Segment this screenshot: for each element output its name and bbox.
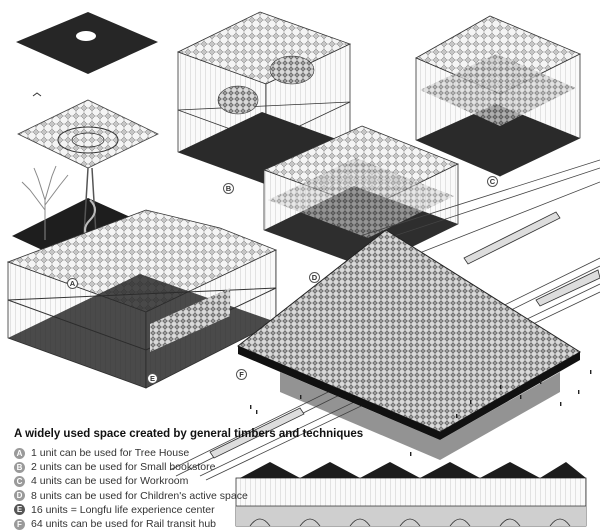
- legend-item-a: A 1 unit can be used for Tree House: [14, 446, 344, 460]
- transit-hub-canopy: [237, 229, 581, 460]
- badge-a: A: [14, 447, 25, 459]
- legend-text-d: 8 units can be used for Children's activ…: [31, 489, 248, 502]
- marker-e: E: [147, 373, 158, 384]
- marker-a: A: [67, 278, 78, 289]
- legend: A widely used space created by general t…: [14, 428, 364, 531]
- crowd-figures: [250, 370, 592, 456]
- experience-center-building: [6, 209, 278, 389]
- badge-d: D: [14, 490, 25, 502]
- marker-f: F: [236, 369, 247, 380]
- bookstore-building: [176, 11, 352, 185]
- badge-e: E: [14, 504, 25, 516]
- legend-title: A widely used space created by general t…: [14, 428, 364, 440]
- marker-d: D: [309, 272, 320, 283]
- marker-c: C: [487, 176, 498, 187]
- workroom-building: [415, 15, 581, 177]
- legend-text-e: 16 units = Longfu life experience center: [31, 503, 215, 516]
- legend-item-e: E 16 units = Longfu life experience cent…: [14, 503, 344, 517]
- tree-house-roof: [16, 12, 158, 74]
- legend-text-c: 4 units can be used for Workroom: [31, 475, 189, 488]
- legend-item-f: F 64 units can be used for Rail transit …: [14, 517, 344, 531]
- badge-f: F: [14, 518, 25, 530]
- legend-item-b: B 2 units can be used for Small bookstor…: [14, 460, 344, 474]
- legend-item-c: C 4 units can be used for Workroom: [14, 474, 344, 488]
- badge-c: C: [14, 475, 25, 487]
- marker-b: B: [223, 183, 234, 194]
- train-icon: [209, 211, 600, 459]
- legend-text-b: 2 units can be used for Small bookstore: [31, 461, 216, 474]
- bird-icon: [32, 92, 42, 97]
- badge-b: B: [14, 461, 25, 473]
- legend-text-f: 64 units can be used for Rail transit hu…: [31, 518, 217, 531]
- hub-elevation: [235, 462, 587, 527]
- tree-icon: [21, 165, 69, 240]
- legend-item-d: D 8 units can be used for Children's act…: [14, 489, 344, 503]
- tree-house-platform: [17, 99, 159, 169]
- legend-text-a: 1 unit can be used for Tree House: [31, 447, 190, 460]
